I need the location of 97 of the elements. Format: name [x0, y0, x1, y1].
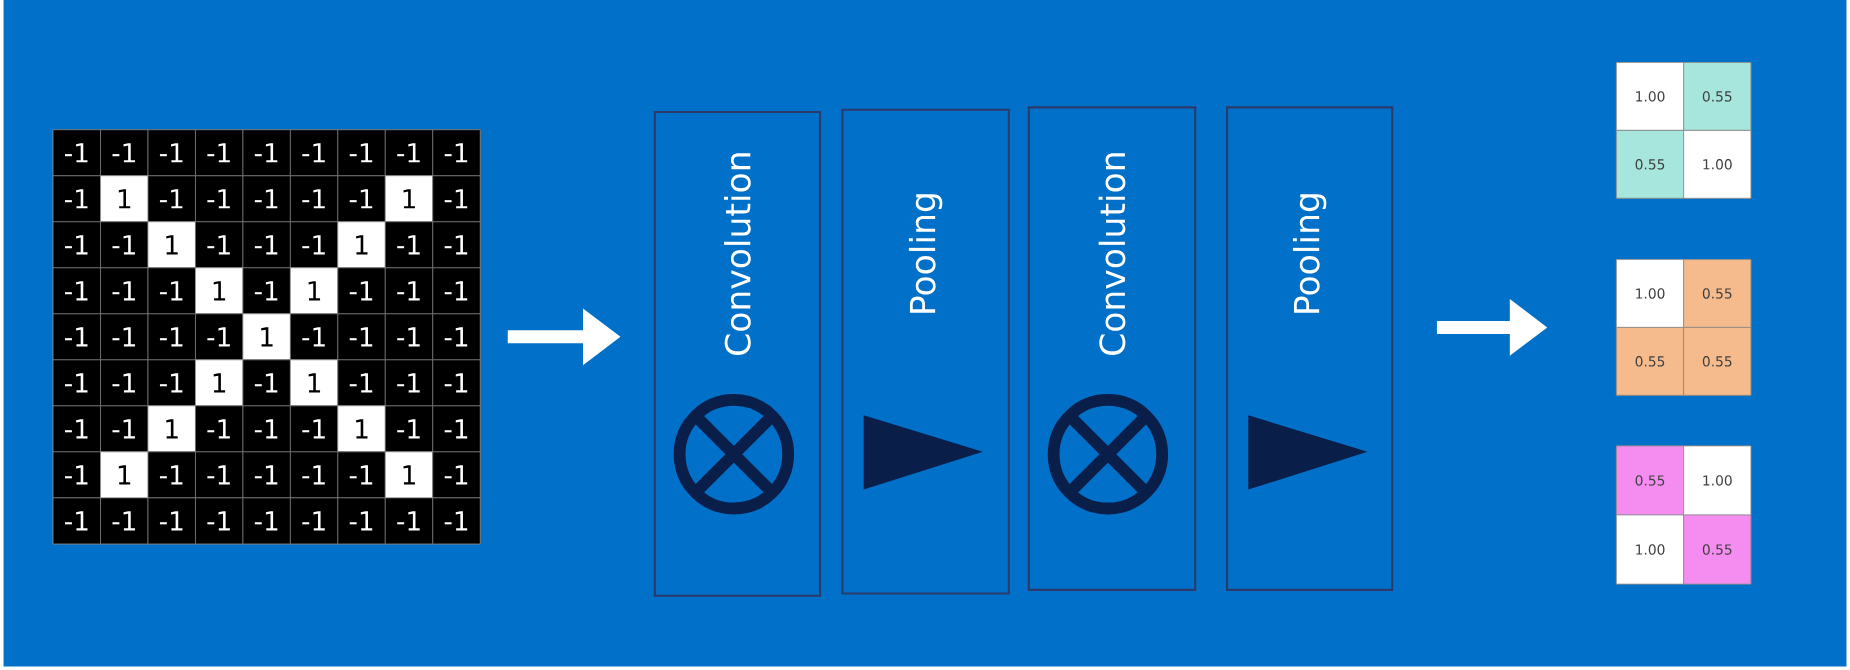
matrix-cell: -1	[195, 451, 244, 499]
matrix-cell: 0.55	[1683, 62, 1752, 131]
matrix-cell: -1	[147, 451, 196, 499]
matrix-cell: -1	[384, 221, 434, 269]
matrix-cell: -1	[100, 267, 149, 315]
matrix-cell: -1	[337, 175, 386, 223]
matrix-cell: -1	[242, 359, 291, 407]
matrix-cell: -1	[52, 313, 101, 361]
matrix-cell: -1	[242, 129, 291, 177]
layer-label: Convolution	[1098, 153, 1126, 355]
matrix-cell: -1	[242, 267, 291, 315]
matrix-cell: -1	[384, 359, 434, 407]
matrix-cell: 1	[384, 175, 434, 223]
matrix-cell: -1	[432, 405, 481, 453]
matrix-cell: -1	[100, 359, 149, 407]
matrix-cell: -1	[290, 405, 339, 453]
matrix-cell: 1	[195, 359, 244, 407]
matrix-cell: 0.55	[1616, 445, 1684, 516]
matrix-cell: -1	[242, 451, 291, 499]
matrix-cell: -1	[195, 175, 244, 223]
matrix-cell: 1.00	[1683, 445, 1752, 516]
matrix-cell: 1	[147, 405, 196, 453]
matrix-cell: -1	[384, 313, 434, 361]
matrix-cell: 1.00	[1616, 514, 1684, 585]
matrix-cell: 1	[290, 359, 339, 407]
matrix-cell: 1.00	[1683, 129, 1752, 199]
matrix-cell: 1	[337, 221, 386, 269]
matrix-cell: -1	[290, 129, 339, 177]
matrix-cell: -1	[100, 313, 149, 361]
matrix-cell: -1	[337, 451, 386, 499]
matrix-cell: -1	[432, 267, 481, 315]
matrix-cell: -1	[290, 451, 339, 499]
matrix-cell: -1	[290, 313, 339, 361]
matrix-cell: -1	[52, 129, 101, 177]
matrix-cell: -1	[147, 175, 196, 223]
matrix-cell: -1	[242, 405, 291, 453]
matrix-cell: -1	[432, 175, 481, 223]
matrix-cell: -1	[195, 221, 244, 269]
matrix-cell: -1	[432, 451, 481, 499]
layer-label: Pooling	[908, 194, 943, 313]
matrix-cell: -1	[147, 497, 196, 545]
matrix-cell: 1	[290, 267, 339, 315]
matrix-cell: -1	[147, 313, 196, 361]
matrix-cell: 1	[147, 221, 196, 269]
matrix-cell: -1	[337, 359, 386, 407]
matrix-cell: -1	[100, 221, 149, 269]
matrix-cell: -1	[242, 221, 291, 269]
matrix-cell: -1	[432, 497, 481, 545]
matrix-cell: -1	[52, 175, 101, 223]
matrix-cell: -1	[432, 313, 481, 361]
matrix-cell: -1	[337, 313, 386, 361]
matrix-cell: -1	[337, 497, 386, 545]
matrix-cell: -1	[147, 359, 196, 407]
matrix-cell: 1.00	[1616, 259, 1684, 328]
matrix-cell: 0.55	[1616, 327, 1684, 396]
matrix-cell: -1	[432, 129, 481, 177]
matrix-cell: -1	[195, 497, 244, 545]
matrix-cell: -1	[52, 221, 101, 269]
matrix-cell: -1	[100, 405, 149, 453]
layer-label: Pooling	[1292, 194, 1327, 313]
matrix-cell: -1	[52, 405, 101, 453]
matrix-cell: -1	[337, 129, 386, 177]
layer-label: Convolution	[724, 153, 751, 355]
matrix-cell: 1	[242, 313, 291, 361]
matrix-cell: -1	[52, 451, 101, 499]
matrix-cell: -1	[337, 267, 386, 315]
matrix-cell: -1	[100, 129, 149, 177]
matrix-cell: 0.55	[1683, 327, 1752, 396]
matrix-cell: 1	[195, 267, 244, 315]
matrix-cell: -1	[290, 175, 339, 223]
matrix-cell: -1	[242, 175, 291, 223]
matrix-cell: 1	[384, 451, 434, 499]
matrix-cell: 0.55	[1683, 514, 1752, 585]
matrix-cell: 1	[100, 175, 149, 223]
matrix-cell: -1	[195, 313, 244, 361]
matrix-cell: 1.00	[1616, 62, 1684, 131]
matrix-cell: -1	[195, 129, 244, 177]
matrix-cell: 0.55	[1683, 259, 1752, 328]
matrix-cell: -1	[384, 267, 434, 315]
matrix-cell: -1	[147, 267, 196, 315]
matrix-cell: -1	[290, 221, 339, 269]
matrix-cell: -1	[432, 359, 481, 407]
matrix-cell: -1	[52, 497, 101, 545]
matrix-cell: -1	[147, 129, 196, 177]
matrix-cell: -1	[52, 267, 101, 315]
matrix-cell: 1	[337, 405, 386, 453]
matrix-cell: -1	[100, 497, 149, 545]
matrix-cell: -1	[432, 221, 481, 269]
matrix-cell: -1	[242, 497, 291, 545]
matrix-cell: 1	[100, 451, 149, 499]
matrix-cell: -1	[384, 405, 434, 453]
matrix-cell: -1	[290, 497, 339, 545]
matrix-cell: -1	[52, 359, 101, 407]
matrix-cell: -1	[195, 405, 244, 453]
matrix-cell: -1	[384, 129, 434, 177]
matrix-cell: -1	[384, 497, 434, 545]
matrix-cell: 0.55	[1616, 129, 1684, 199]
